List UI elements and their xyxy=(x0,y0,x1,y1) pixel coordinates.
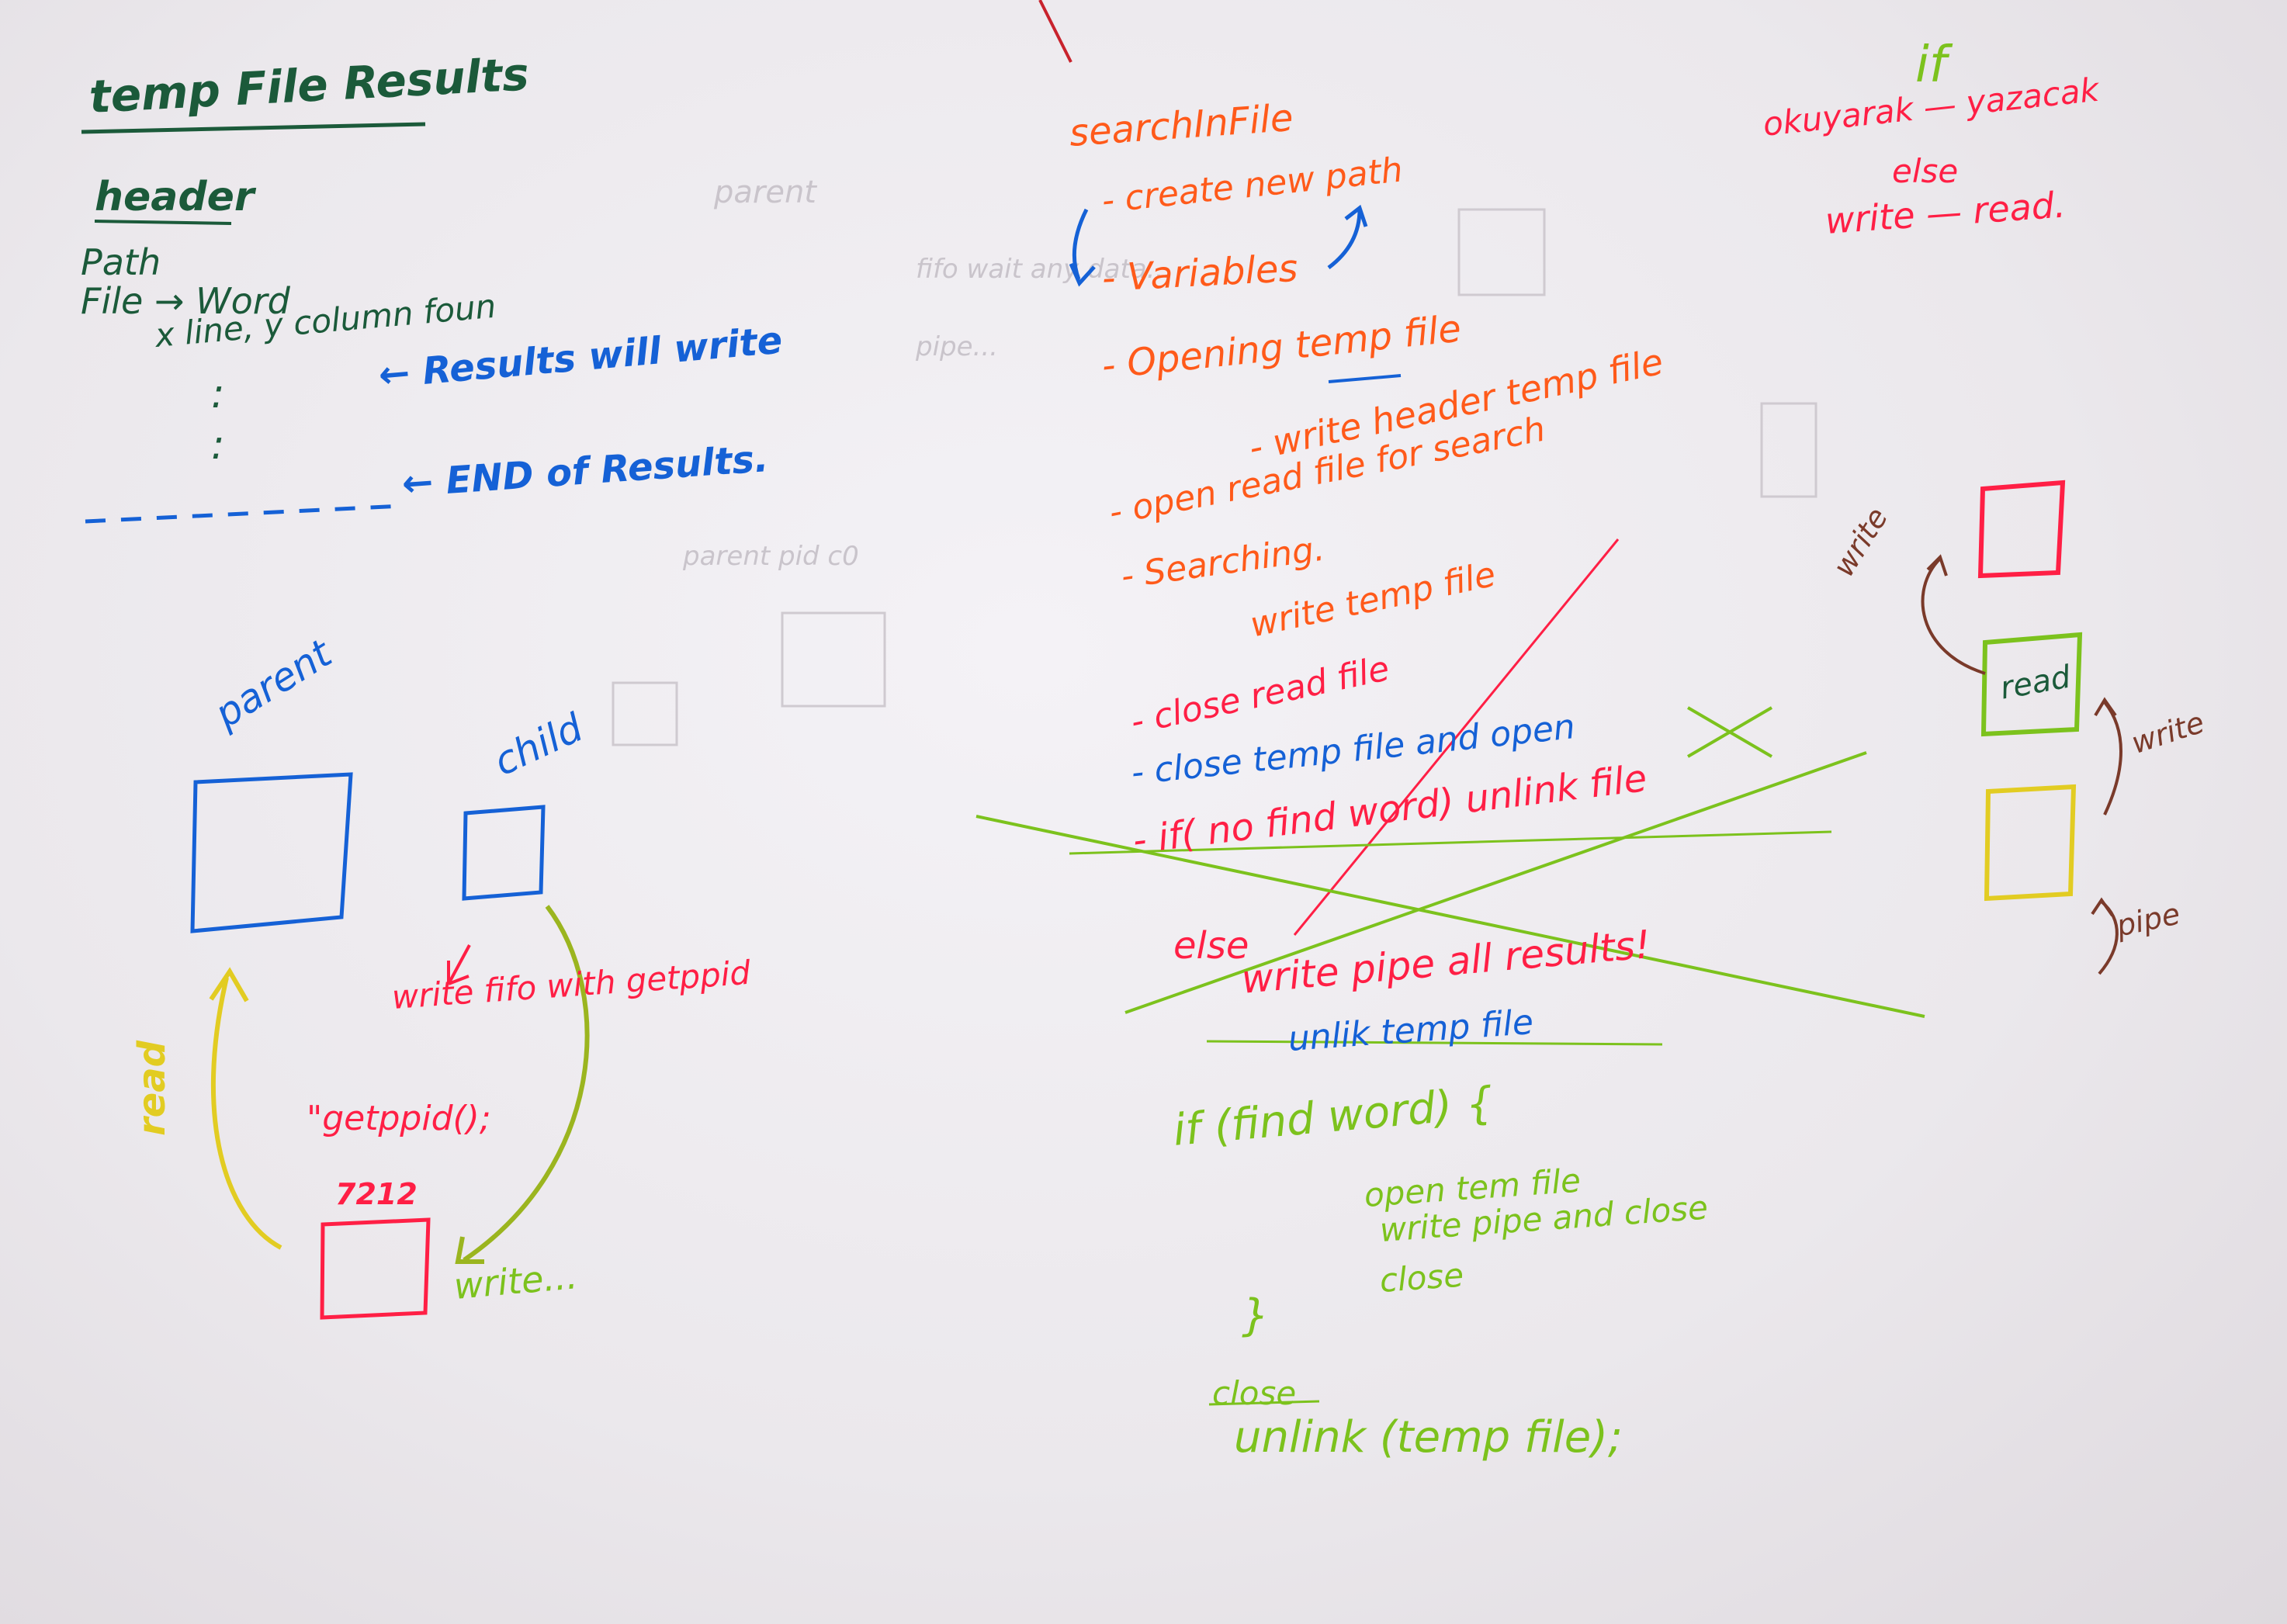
red-strike-line xyxy=(1293,538,1620,936)
path-label: Path xyxy=(81,241,161,283)
child-to-fifo-arrow xyxy=(447,944,471,985)
step-else: else xyxy=(1173,924,1249,968)
close-strike-line xyxy=(1208,1400,1320,1406)
step-variables: - Variables xyxy=(1100,246,1299,300)
write-arc xyxy=(463,905,590,1262)
path-up-arrowhead xyxy=(1344,204,1368,227)
parent-box xyxy=(190,772,353,933)
temp-underline xyxy=(1328,374,1402,383)
green-strike-line-4 xyxy=(1206,1040,1663,1046)
pipe-arrowhead xyxy=(2091,897,2114,917)
write-arrowhead xyxy=(455,1236,484,1264)
ghost-box-3 xyxy=(1457,208,1546,296)
ghost-parent-small: parent pid c0 xyxy=(683,541,859,572)
ghost-box-2 xyxy=(612,681,678,746)
write-right-arrow xyxy=(2103,701,2122,815)
child-box xyxy=(462,805,546,901)
pipe-red-box xyxy=(1977,480,2066,579)
final-struck-close: close xyxy=(1212,1374,1297,1412)
ghost-box-1 xyxy=(781,611,886,708)
top-red-mark xyxy=(1038,0,1072,63)
read-label: read xyxy=(130,1041,174,1136)
ghost-line-2: pipe... xyxy=(916,331,998,362)
path-up-arrow xyxy=(1327,209,1362,269)
variables-down-arrow xyxy=(1072,208,1089,280)
header-underline xyxy=(94,220,232,225)
if-close: close xyxy=(1378,1255,1465,1300)
title-underline xyxy=(81,122,426,134)
read-arc xyxy=(210,977,282,1250)
fifo-box xyxy=(320,1217,431,1320)
if-close-brace: } xyxy=(1242,1290,1270,1341)
read-arrowhead xyxy=(209,967,249,1002)
dots-2: : xyxy=(211,422,225,469)
dots-1: : xyxy=(211,371,225,417)
ghost-box-4 xyxy=(1760,402,1817,498)
pid-value: 7212 xyxy=(335,1177,418,1211)
green-strike-line-2 xyxy=(1124,751,1867,1014)
header-label: header xyxy=(95,174,255,220)
write-right-arrowhead xyxy=(2094,697,2117,717)
getppid-call: "getppid(); xyxy=(307,1099,491,1138)
end-dashed-line xyxy=(85,504,403,524)
final-unlink-temp-file: unlink (temp file); xyxy=(1234,1412,1623,1463)
top-right-else: else xyxy=(1892,152,1959,190)
green-strike-line-3 xyxy=(1069,830,1832,855)
write-dots-label: write... xyxy=(452,1255,580,1307)
write-top-arrowhead xyxy=(1926,554,1948,577)
file-word-label: File → Word xyxy=(81,280,290,322)
pipe-yellow-box xyxy=(1984,784,2077,902)
ghost-line-1: fifo wait any data... xyxy=(916,254,1173,285)
green-strike-line-1 xyxy=(975,815,1925,1018)
ghost-parent-heading: parent xyxy=(714,175,816,210)
pipe-green-box xyxy=(1980,632,2083,737)
top-right-if: if xyxy=(1915,36,1947,94)
open-strike-x xyxy=(1686,706,1773,758)
write-top-arrow xyxy=(1921,557,1986,675)
variables-down-arrowhead xyxy=(1069,262,1096,287)
